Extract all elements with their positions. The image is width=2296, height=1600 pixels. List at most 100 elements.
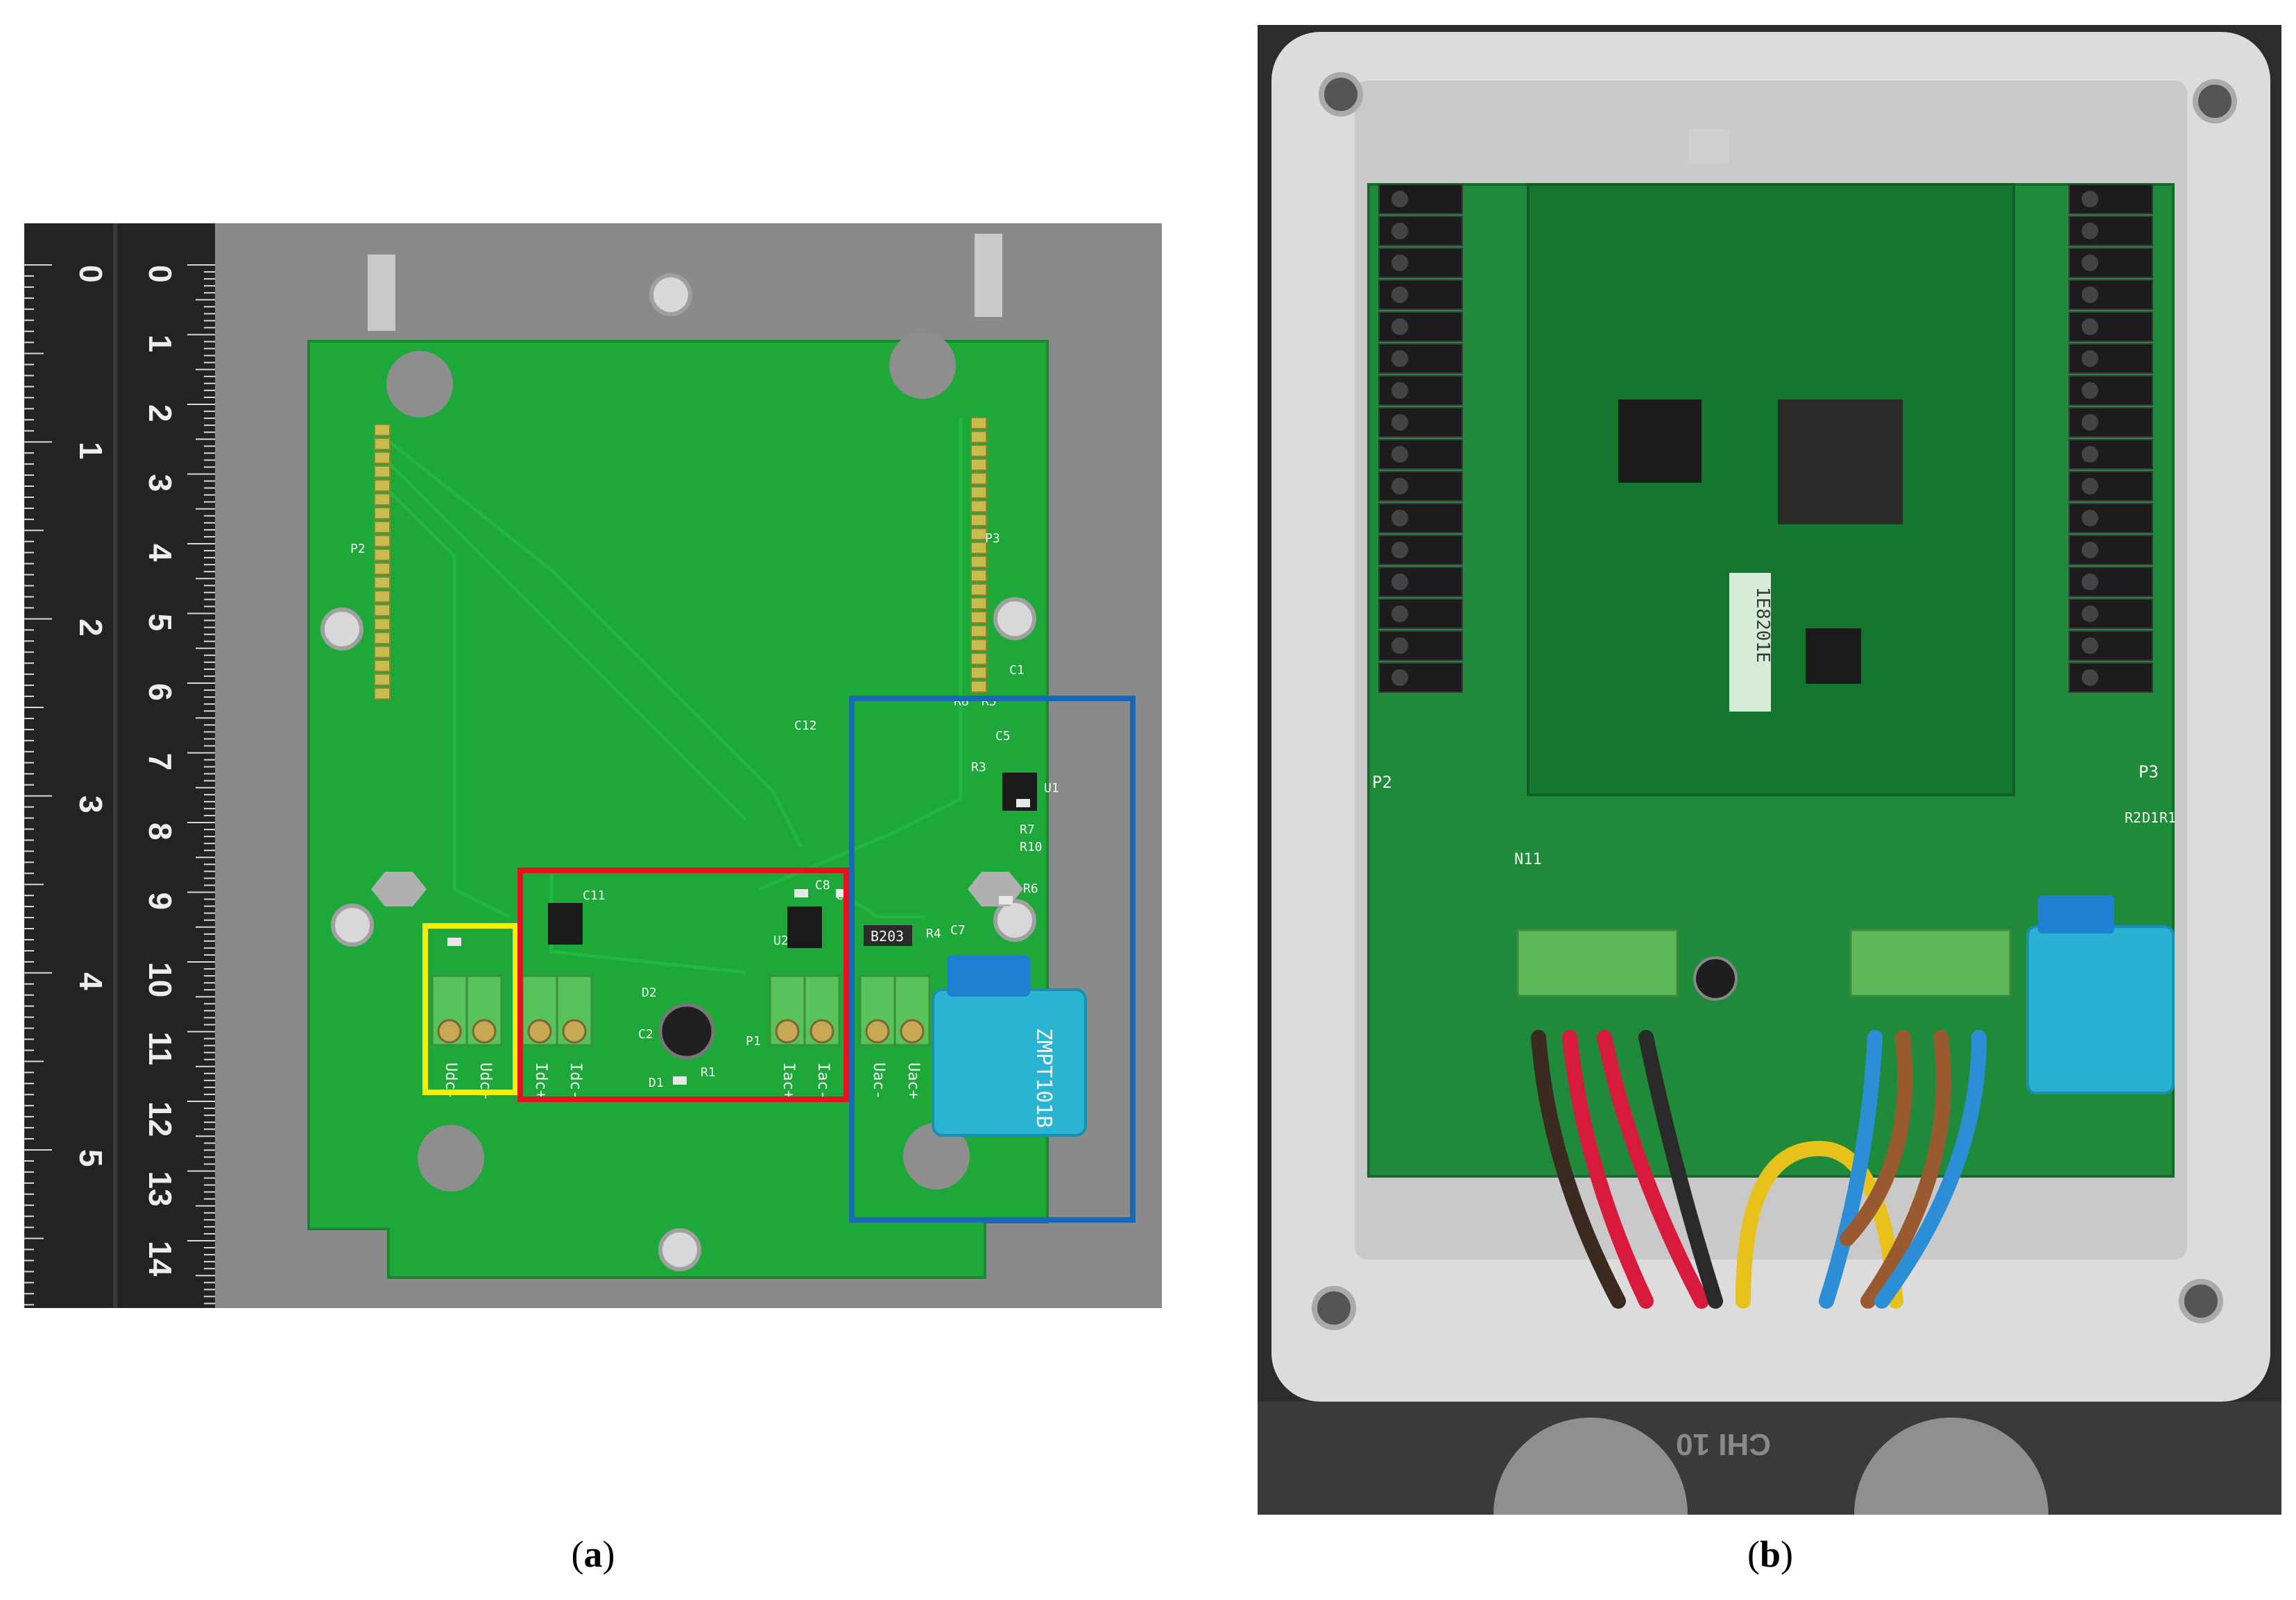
terminal-screw: [1391, 191, 1408, 207]
voltage-transformer: ZMPT101B: [932, 955, 1087, 1137]
ruler-cm-label: 6: [142, 683, 178, 701]
terminal-screw: [2082, 446, 2098, 463]
terminal-screw: [2082, 637, 2098, 654]
serial-sticker: [1729, 573, 1771, 712]
label-u2: U2: [773, 934, 789, 948]
header-pin: [970, 431, 987, 443]
terminal-label: Idc-: [567, 1063, 584, 1099]
header-pin: [374, 549, 391, 561]
inductor: [1618, 399, 1702, 483]
ruler-cm-label: 12: [142, 1101, 178, 1137]
caption-a: (a): [571, 1533, 615, 1575]
terminal-strip-right: [2068, 184, 2153, 693]
transformer-label: ZMPT101B: [1031, 1028, 1056, 1128]
terminal-label: Iac+: [780, 1063, 797, 1099]
terminal-screw: [1391, 318, 1408, 335]
ruler-cm-label: 2: [142, 404, 178, 422]
ruler-cm-label: 5: [142, 614, 178, 632]
header-pin: [374, 535, 391, 547]
ruler-cm-label: 11: [142, 1032, 178, 1066]
terminal-screw: [562, 1019, 587, 1044]
header-pin: [970, 597, 987, 610]
ruler-inch-label: 2: [73, 619, 109, 637]
ruler-cm-labels: 0123456789101112131415: [142, 265, 178, 1277]
header-pin: [374, 521, 391, 533]
terminal-label: Idc+: [532, 1063, 549, 1099]
label-r4: R4: [926, 927, 941, 941]
caption-b: (b): [1747, 1533, 1793, 1575]
header-pin: [970, 653, 987, 665]
terminal-screw: [1391, 286, 1408, 303]
yellow-highlight-box: [422, 923, 518, 1095]
chip-label: B203: [871, 928, 904, 945]
header-pin: [970, 472, 987, 485]
terminal-screw: [2082, 542, 2098, 558]
header-pin: [374, 673, 391, 686]
header-pin: [374, 479, 391, 492]
enclosure-marking: CHI 10: [1676, 1427, 1771, 1461]
terminal-screw: [1391, 637, 1408, 654]
header-pin: [374, 576, 391, 589]
terminal-screw: [472, 1019, 497, 1044]
terminal-screw: [900, 1019, 925, 1044]
label-n11: N11: [1514, 851, 1542, 868]
label-d2: D2: [642, 986, 657, 1000]
terminal-screw: [2082, 605, 2098, 622]
label-r1: R1: [701, 1065, 716, 1080]
header-pin: [374, 604, 391, 617]
terminal-screw: [1391, 510, 1408, 526]
terminal-screw: [2082, 382, 2098, 399]
ruler-ticks: [24, 264, 215, 1306]
pcb-board: B203 Udc-Udc+Idc+Idc-Iac+Iac-Uac-Uac+ ZM…: [307, 234, 1087, 1279]
label-p2: P2: [1372, 773, 1392, 792]
header-pin: [970, 500, 987, 513]
terminal-screw: [2082, 286, 2098, 303]
terminal-screw: [2082, 318, 2098, 335]
terminal-screw: [2082, 191, 2098, 207]
terminal-screw: [1391, 446, 1408, 463]
label-r10: R10: [1020, 840, 1043, 854]
header-pin: [970, 458, 987, 471]
terminal-screw: [2082, 478, 2098, 494]
terminal-screw: [865, 1019, 890, 1044]
ruler-cm-label: 10: [142, 962, 178, 997]
terminal-screw: [2082, 414, 2098, 431]
header-pin: [374, 590, 391, 603]
header-pin: [970, 514, 987, 526]
pin-header-p3: [970, 417, 987, 693]
usb-connector: [1688, 129, 1729, 164]
pcb-photo-b: 1E8201E P2 P3 R1 R2 D1 N11: [1258, 25, 2281, 1515]
label-c11: C11: [583, 888, 606, 903]
inductor: [1806, 628, 1861, 684]
header-pin: [970, 528, 987, 540]
header-pin: [970, 625, 987, 637]
terminal-blocks: [431, 974, 931, 1047]
label-u1: U1: [1044, 781, 1059, 795]
red-highlight-box: [517, 868, 849, 1102]
ruler-inch-label: 4: [73, 972, 109, 990]
header-pin: [374, 465, 391, 478]
header-pin: [374, 687, 391, 700]
terminal-screw: [1391, 669, 1408, 686]
ruler-cm-label: 7: [142, 753, 178, 771]
ruler-cm-label: 3: [142, 474, 178, 492]
terminal-labels: Udc-Udc+Idc+Idc-Iac+Iac-Uac-Uac+: [442, 1063, 922, 1099]
terminal-label: Uac+: [905, 1063, 922, 1099]
header-pin: [970, 639, 987, 651]
terminal-screw: [2082, 255, 2098, 271]
pin-header-p2: [374, 424, 391, 700]
blue-highlight-box: [849, 696, 1136, 1223]
terminal-screw: [1391, 478, 1408, 494]
header-pin: [970, 417, 987, 429]
ruler-cm-label: 0: [142, 265, 178, 283]
caption-a-letter: a: [583, 1533, 603, 1575]
serial-sticker-text: 1E8201E: [1752, 587, 1773, 663]
terminal-screw: [2082, 223, 2098, 239]
terminal-cell: [2068, 439, 2153, 470]
label-p3: P3: [2139, 762, 2159, 782]
terminal-screw: [527, 1019, 552, 1044]
microcontroller-chip: [1778, 399, 1903, 524]
terminal-screw: [1391, 255, 1408, 271]
terminal-screw: [2082, 669, 2098, 686]
